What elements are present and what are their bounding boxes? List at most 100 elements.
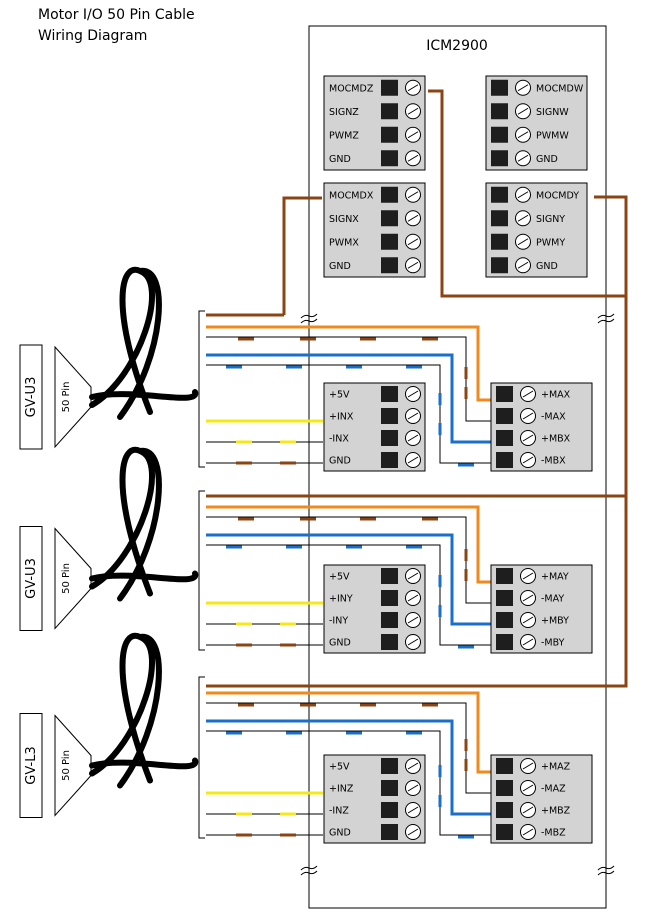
- motor-block-1: +MAX-MAX+MBX-MBX: [490, 382, 593, 472]
- terminal-square: [381, 780, 398, 796]
- terminal-square: [491, 126, 508, 143]
- pin-label: SIGNY: [536, 214, 565, 225]
- terminal: [381, 103, 421, 120]
- motor-block-2: +MAY-MAY+MBY-MBY: [490, 564, 593, 654]
- terminal-square: [491, 233, 508, 250]
- pin-label: GND: [329, 261, 351, 272]
- cable-bundle: [89, 446, 199, 602]
- screw-slot: [517, 107, 529, 115]
- screw-slot: [522, 594, 534, 602]
- screw-slot: [517, 238, 529, 246]
- pin-label: GND: [329, 456, 351, 467]
- terminal-square: [381, 430, 398, 446]
- terminal-square: [381, 210, 398, 227]
- cable-bracket: [198, 310, 205, 468]
- terminal: [381, 634, 421, 650]
- terminal-block-layer: MOCMDZSIGNZPWMZGNDMOCMDWSIGNWPWMWGNDMOCM…: [323, 75, 593, 844]
- terminal: [496, 780, 536, 796]
- pin-label: GND: [329, 828, 351, 839]
- screw-slot: [522, 616, 534, 624]
- blue-white-wire: [206, 730, 492, 836]
- pin-count: 50 Pin: [61, 563, 72, 594]
- terminal-square: [381, 257, 398, 274]
- mocmdx-wire: [282, 196, 322, 315]
- terminal-square: [496, 612, 513, 628]
- screw-slot: [517, 131, 529, 139]
- terminal-square: [381, 452, 398, 468]
- terminal: [491, 186, 531, 203]
- pin-label: GND: [536, 261, 558, 272]
- terminal: [381, 802, 421, 818]
- pin-label: SIGNZ: [329, 107, 359, 118]
- terminal-square: [381, 802, 398, 818]
- cable-bracket: [198, 490, 205, 651]
- terminal: [496, 386, 536, 402]
- screw-slot: [407, 572, 419, 580]
- screw-slot: [517, 214, 529, 222]
- terminal: [496, 430, 536, 446]
- terminal: [496, 634, 536, 650]
- pin-label: -MBX: [541, 456, 566, 467]
- screw-slot: [522, 828, 534, 836]
- terminal-square: [496, 802, 513, 818]
- pin-label: GND: [536, 154, 558, 165]
- terminal: [381, 568, 421, 584]
- terminal-square: [491, 79, 508, 96]
- blue-wire: [206, 719, 492, 816]
- terminal: [491, 79, 531, 96]
- pin-label: MOCMDW: [536, 83, 584, 94]
- terminal: [491, 150, 531, 167]
- board-title: ICM2900: [426, 38, 488, 54]
- terminal: [496, 802, 536, 818]
- screw-slot: [407, 456, 419, 464]
- pin-label: -MAY: [541, 594, 564, 605]
- orange-wire: [206, 505, 492, 584]
- pin-label: -MBZ: [541, 828, 566, 839]
- terminal-square: [491, 103, 508, 120]
- pin-label: +INX: [329, 412, 354, 423]
- blue-wire: [206, 353, 492, 444]
- cable-name-box: [19, 344, 43, 450]
- pin-count: 50 Pin: [61, 750, 72, 781]
- terminal-square: [381, 79, 398, 96]
- terminal-square: [496, 408, 513, 424]
- screw-slot: [407, 154, 419, 162]
- screw-slot: [522, 762, 534, 770]
- screw-slot: [522, 456, 534, 464]
- terminal: [496, 568, 536, 584]
- wire-layer: [198, 89, 628, 839]
- cable-name: GV-U3: [24, 377, 39, 418]
- pin-label: +MBX: [541, 434, 571, 445]
- terminal-square: [491, 150, 508, 167]
- pin-label: -INX: [329, 434, 349, 445]
- pin-label: +MAY: [541, 572, 569, 583]
- orange-wire: [206, 325, 492, 402]
- pin-label: GND: [329, 638, 351, 649]
- terminal: [381, 186, 421, 203]
- terminal: [491, 126, 531, 143]
- terminal: [491, 210, 531, 227]
- pin-label: +MAZ: [541, 762, 571, 773]
- terminal: [496, 612, 536, 628]
- terminal-square: [381, 386, 398, 402]
- motor-block-3: +MAZ-MAZ+MBZ-MBZ: [490, 754, 593, 844]
- terminal-square: [381, 150, 398, 167]
- cable-bracket: [198, 676, 205, 839]
- terminal: [491, 103, 531, 120]
- pin-label: SIGNW: [536, 107, 569, 118]
- terminal: [381, 758, 421, 774]
- pin-label: +INZ: [329, 784, 354, 795]
- terminal: [491, 233, 531, 250]
- screw-slot: [517, 191, 529, 199]
- cable-name: GV-U3: [24, 558, 39, 599]
- screw-slot: [407, 390, 419, 398]
- terminal: [381, 79, 421, 96]
- terminal-square: [491, 186, 508, 203]
- screw-slot: [407, 84, 419, 92]
